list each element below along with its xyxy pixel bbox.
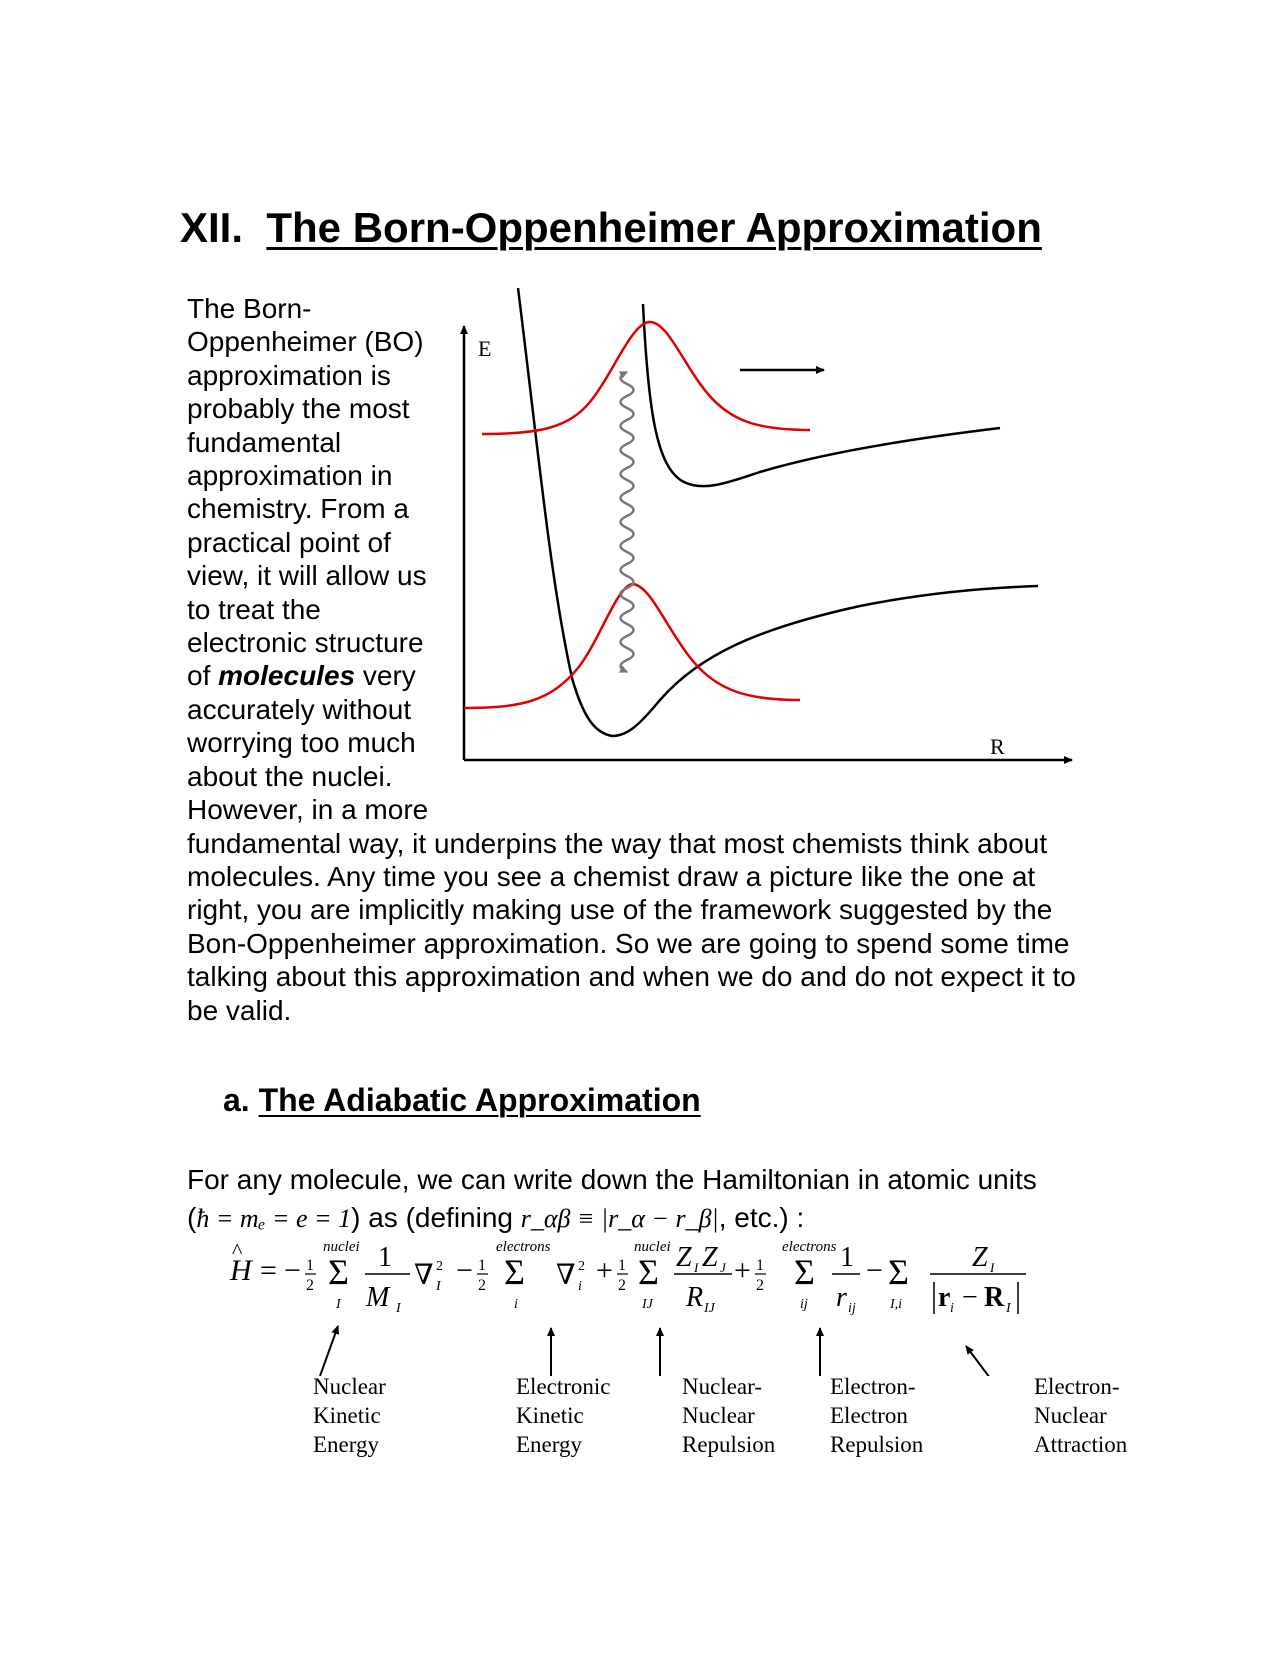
page-title: XII. The Born-Oppenheimer Approximation <box>180 202 1042 254</box>
svg-text:J: J <box>720 1260 727 1275</box>
svg-text:1: 1 <box>306 1257 314 1274</box>
ground-state-potential-curve <box>516 288 1039 738</box>
svg-text:2: 2 <box>478 1277 486 1294</box>
label-nuclear-nuclear-repulsion: Nuclear- Nuclear Repulsion <box>682 1374 776 1457</box>
svg-text:i: i <box>950 1301 954 1316</box>
svg-text:+: + <box>596 1254 613 1287</box>
svg-text:r: r <box>836 1282 847 1313</box>
sum-limit-electrons: electrons <box>496 1239 551 1255</box>
x-axis-label: R <box>990 734 1005 759</box>
svg-text:i: i <box>578 1279 582 1294</box>
svg-text:nuclei: nuclei <box>634 1239 671 1255</box>
y-axis-label: E <box>478 336 491 361</box>
hat-accent: ^ <box>232 1238 243 1263</box>
intro-text-start: The Born-Oppenheimer (BO) approximation … <box>187 293 427 692</box>
svg-text:Σ: Σ <box>794 1252 815 1292</box>
svg-text:=: = <box>260 1254 277 1287</box>
svg-text:Z: Z <box>676 1242 692 1273</box>
svg-text:I: I <box>335 1297 342 1312</box>
svg-text:1: 1 <box>618 1257 626 1274</box>
svg-text:−: − <box>284 1254 301 1287</box>
svg-text:electrons: electrons <box>782 1239 837 1255</box>
vertical-transition-arrow <box>618 370 635 674</box>
svg-text:I: I <box>989 1260 995 1275</box>
section-a-title: The Adiabatic Approximation <box>258 1082 701 1118</box>
distance-definition: r_αβ ≡ |r_α − r_β| <box>520 1204 719 1233</box>
svg-text:Σ: Σ <box>504 1252 525 1292</box>
label-nuclear-kinetic-energy: Nuclear Kinetic Energy <box>313 1374 386 1457</box>
hamiltonian-definition: (ħ = mₑ = e = 1) as (defining r_αβ ≡ |r_… <box>187 1202 805 1233</box>
svg-text:I: I <box>435 1279 442 1294</box>
label-electronic-kinetic-energy: Electronic Kinetic Energy <box>516 1374 611 1457</box>
label-electron-electron-repulsion: Electron- Electron Repulsion <box>830 1374 924 1457</box>
excited-state-potential-curve <box>641 303 1001 488</box>
svg-text:IJ: IJ <box>641 1297 654 1312</box>
hamiltonian-intro: For any molecule, we can write down the … <box>187 1164 1037 1195</box>
svg-text:I: I <box>1005 1301 1012 1316</box>
arrow-nuclear-kinetic <box>319 1325 340 1376</box>
svg-text:R: R <box>984 1282 1005 1313</box>
svg-text:M: M <box>365 1282 391 1313</box>
svg-text:+: + <box>734 1254 751 1287</box>
intro-text-end: very accurately without worrying too muc… <box>187 660 1076 1026</box>
svg-text:1: 1 <box>840 1242 854 1273</box>
potential-energy-diagram: E R <box>460 288 1073 764</box>
svg-text:2: 2 <box>306 1277 314 1294</box>
svg-text:r: r <box>938 1282 950 1313</box>
svg-text:Z: Z <box>972 1242 988 1273</box>
sum-limit-nuclei: nuclei <box>323 1239 360 1255</box>
section-number: XII. <box>180 204 244 251</box>
arrow-electron-nuclear <box>965 1345 990 1376</box>
svg-text:1: 1 <box>756 1257 764 1274</box>
svg-text:2: 2 <box>578 1259 585 1274</box>
sum-symbol: Σ <box>328 1252 349 1292</box>
svg-text:1: 1 <box>378 1242 392 1273</box>
svg-text:2: 2 <box>618 1277 626 1294</box>
svg-text:IJ: IJ <box>703 1301 716 1316</box>
svg-text:2: 2 <box>756 1277 764 1294</box>
hamiltonian-symbol: H <box>229 1254 254 1287</box>
intro-emphasis: molecules <box>218 660 356 692</box>
section-title: The Born-Oppenheimer Approximation <box>266 204 1042 251</box>
section-a-heading: a. The Adiabatic Approximation <box>223 1080 701 1120</box>
svg-text:−: − <box>962 1282 978 1313</box>
svg-text:I,i: I,i <box>889 1297 902 1312</box>
svg-text:1: 1 <box>478 1257 486 1274</box>
section-a-label: a. <box>223 1082 250 1118</box>
svg-text:Σ: Σ <box>888 1252 909 1292</box>
svg-text:−: − <box>456 1254 473 1287</box>
svg-text:ij: ij <box>800 1297 808 1312</box>
svg-text:2: 2 <box>436 1259 443 1274</box>
label-electron-nuclear-attraction: Electron- Nuclear Attraction <box>1034 1374 1128 1457</box>
svg-text:I: I <box>395 1301 402 1316</box>
svg-text:∇: ∇ <box>556 1260 576 1291</box>
svg-text:ij: ij <box>848 1301 856 1316</box>
intro-paragraph: The Born-Oppenheimer (BO) approximation … <box>187 292 1087 1027</box>
svg-text:Σ: Σ <box>638 1252 659 1292</box>
svg-text:Z: Z <box>702 1242 718 1273</box>
svg-text:∇: ∇ <box>414 1260 434 1291</box>
excited-state-wavefunction <box>481 320 811 436</box>
svg-text:R: R <box>685 1282 703 1313</box>
svg-text:−: − <box>866 1254 883 1287</box>
atomic-units-expression: ħ = mₑ = e = 1 <box>196 1204 352 1233</box>
svg-text:i: i <box>514 1297 518 1312</box>
svg-text:I: I <box>693 1260 699 1275</box>
